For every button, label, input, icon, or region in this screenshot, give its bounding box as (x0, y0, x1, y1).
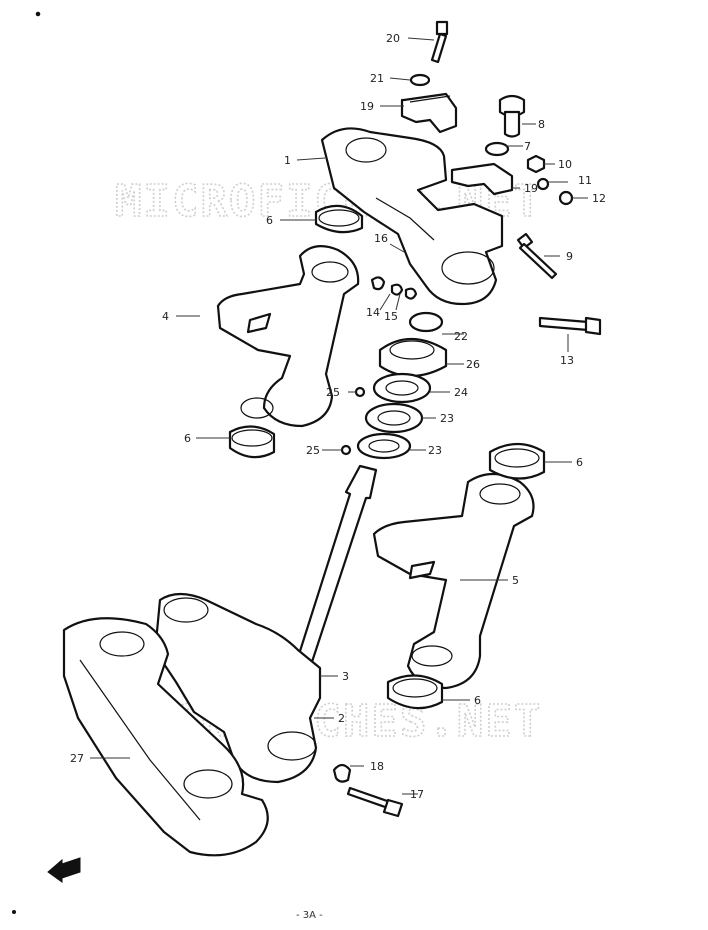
callout-9: 9 (566, 250, 573, 263)
callout-6-c: 6 (576, 456, 583, 469)
page-marker: - 3A - (296, 910, 323, 921)
callout-labels: 20 21 19 8 7 10 11 12 19 1 6 16 9 4 14 1… (70, 32, 606, 801)
callout-5: 5 (512, 574, 519, 587)
callout-22: 22 (454, 330, 468, 343)
part-23-race-lower[interactable] (356, 432, 412, 460)
part-22-nut[interactable] (408, 311, 444, 333)
callout-14: 14 (366, 306, 380, 319)
callout-19-mid: 19 (524, 182, 538, 195)
part-7-washer[interactable] (484, 141, 510, 157)
callout-12: 12 (592, 192, 606, 205)
callout-11: 11 (578, 174, 592, 187)
part-9-bolt[interactable] (516, 232, 558, 280)
part-19-handlebar-holder-lower[interactable] (450, 162, 514, 196)
callout-25-a: 25 (326, 386, 340, 399)
corner-mark-bottom (12, 910, 16, 914)
part-14-clip[interactable] (370, 276, 386, 291)
part-12-nut[interactable] (558, 190, 574, 206)
part-26-bearing-cap[interactable] (378, 338, 448, 377)
part-17-bolt[interactable] (346, 786, 404, 818)
callout-3: 3 (342, 670, 349, 683)
callout-16: 16 (374, 232, 388, 245)
part-6-seal-d[interactable] (386, 674, 444, 710)
callout-15: 15 (384, 310, 398, 323)
part-6-seal-a[interactable] (314, 204, 364, 234)
callout-4: 4 (162, 310, 169, 323)
part-27-cover[interactable] (62, 617, 269, 857)
callout-27: 27 (70, 752, 84, 765)
part-11-washer[interactable] (536, 177, 550, 191)
callout-20: 20 (386, 32, 400, 45)
callout-6-b: 6 (184, 432, 191, 445)
callout-23-b: 23 (428, 444, 442, 457)
callout-6-a: 6 (266, 214, 273, 227)
part-13-bolt[interactable] (538, 316, 602, 336)
part-19-handlebar-holder-upper[interactable] (400, 92, 458, 134)
part-8-cap[interactable] (498, 94, 526, 138)
part-15-clip[interactable] (390, 283, 404, 296)
callout-1: 1 (284, 154, 291, 167)
callout-21: 21 (370, 72, 384, 85)
part-4-left-bracket[interactable] (216, 245, 360, 428)
part-25-ball-a[interactable] (354, 386, 366, 398)
part-16-clip[interactable] (404, 287, 418, 300)
leader-lines (90, 37, 588, 795)
part-25-ball-b[interactable] (340, 444, 352, 456)
front-arrow-icon (47, 857, 81, 883)
part-5-right-bracket[interactable] (372, 472, 535, 690)
callout-23-a: 23 (440, 412, 454, 425)
callout-2: 2 (338, 712, 345, 725)
callout-6-d: 6 (474, 694, 481, 707)
callout-10: 10 (558, 158, 572, 171)
part-20-bolt[interactable] (430, 20, 449, 64)
part-1-upper-bracket[interactable] (320, 127, 504, 306)
part-18-clip[interactable] (332, 763, 352, 783)
callout-19-top: 19 (360, 100, 374, 113)
corner-mark (35, 11, 41, 17)
part-10-nut[interactable] (526, 154, 546, 174)
callout-25-b: 25 (306, 444, 320, 457)
callout-7: 7 (524, 140, 531, 153)
callout-26: 26 (466, 358, 480, 371)
part-23-race-upper[interactable] (364, 402, 424, 434)
part-24-bearing[interactable] (372, 372, 432, 404)
part-6-seal-c[interactable] (488, 442, 546, 480)
callout-18: 18 (370, 760, 384, 773)
callout-13: 13 (560, 354, 574, 367)
callout-24: 24 (454, 386, 468, 399)
callout-17: 17 (410, 788, 424, 801)
callout-8: 8 (538, 118, 545, 131)
part-6-seal-b[interactable] (228, 425, 276, 459)
part-21-washer[interactable] (409, 73, 431, 87)
